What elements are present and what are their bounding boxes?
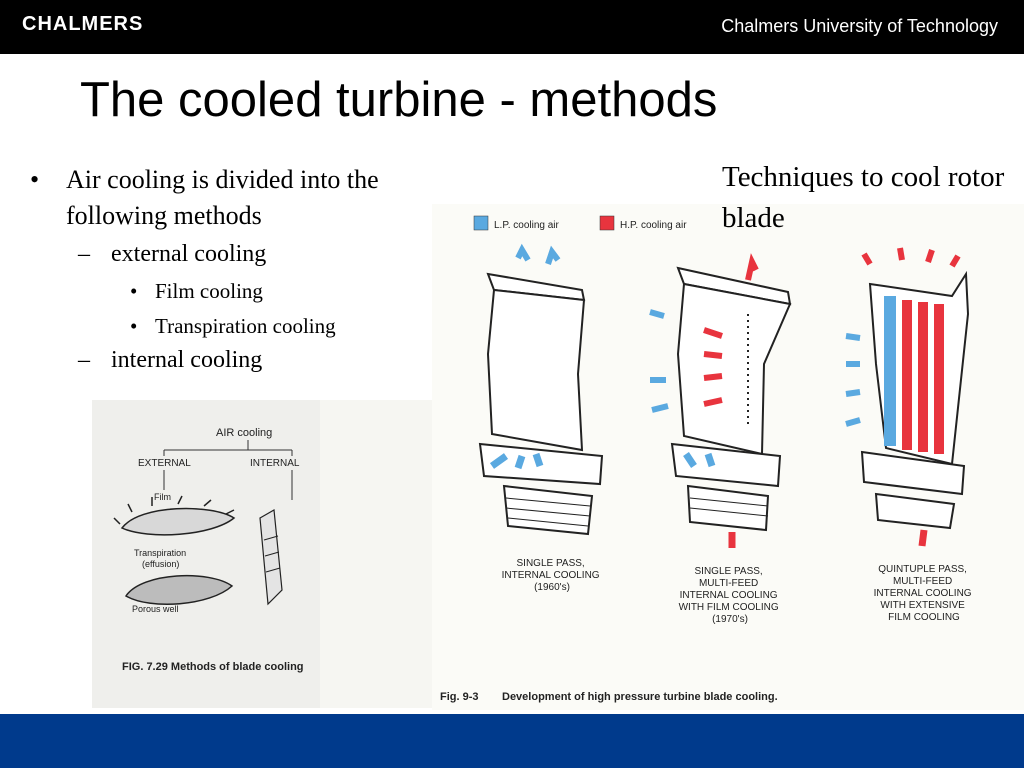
lp-legend-swatch xyxy=(473,215,489,231)
chalmers-logo: CHALMERS xyxy=(22,13,144,35)
bullet-text: Transpiration cooling xyxy=(155,314,336,338)
hp-passage xyxy=(934,304,944,454)
blade-root-shape xyxy=(874,492,956,530)
bullet-mark: • xyxy=(30,165,40,194)
footer-bar xyxy=(0,714,1024,768)
hp-tip-arrow-icon xyxy=(745,253,759,281)
blade-quintuple-pass xyxy=(845,247,970,547)
blade-root-shape xyxy=(502,484,594,536)
scan-background xyxy=(320,400,432,708)
lp-passage xyxy=(884,296,896,446)
blade-single-pass xyxy=(478,243,604,536)
blade-cooling-methods-figure: AIR cooling EXTERNAL INTERNAL Film Trans… xyxy=(92,400,432,708)
hp-film-arrows-icon xyxy=(703,327,723,407)
blade-root-shape xyxy=(686,484,770,532)
porous-airfoil-icon xyxy=(124,574,234,605)
bullet-external-cooling: – external cooling xyxy=(30,238,450,270)
lp-film-arrows-icon xyxy=(649,309,669,413)
blade1-caption: SINGLE PASS, INTERNAL COOLING (1960's) xyxy=(502,558,603,593)
hp-legend-swatch xyxy=(599,215,615,231)
dash-mark: – xyxy=(78,241,90,267)
hp-legend-label: H.P. cooling air xyxy=(620,220,687,231)
blade-multi-feed-film xyxy=(649,253,792,548)
rotor-blade-caption: Techniques to cool rotor blade xyxy=(722,161,1005,234)
hp-passage xyxy=(902,300,912,450)
figure-right-caption: Development of high pressure turbine bla… xyxy=(502,691,778,703)
transpiration-label: Transpiration xyxy=(134,548,186,558)
internal-label: INTERNAL xyxy=(250,458,300,469)
film-arrows-icon xyxy=(113,495,235,525)
bullet-film-cooling: • Film cooling xyxy=(30,277,450,305)
blade2-caption: SINGLE PASS, MULTI-FEED INTERNAL COOLING… xyxy=(679,566,782,625)
bullet-mark: • xyxy=(130,314,138,338)
bullet-list: • Air cooling is divided into the follow… xyxy=(30,162,450,376)
bullet-text: internal cooling xyxy=(111,347,263,373)
blade-root-fir-tree xyxy=(505,497,591,527)
blade-airfoil-shape xyxy=(676,282,792,456)
header-bar: CHALMERS Chalmers University of Technolo… xyxy=(0,0,1024,54)
air-cooling-label: AIR cooling xyxy=(216,427,272,439)
external-label: EXTERNAL xyxy=(138,458,191,469)
lp-legend-label: L.P. cooling air xyxy=(494,220,560,231)
lp-inlet-arrows-icon xyxy=(683,452,716,468)
porous-label: Porous well xyxy=(132,604,179,614)
bullet-transpiration-cooling: • Transpiration cooling xyxy=(30,312,450,340)
blade-airfoil-shape xyxy=(486,288,586,452)
internal-blade-icon xyxy=(259,509,283,606)
bullet-text: Air cooling is divided into the followin… xyxy=(66,165,379,230)
internal-passage-icon xyxy=(263,535,281,573)
film-airfoil-icon xyxy=(120,507,236,536)
bullet-air-cooling: • Air cooling is divided into the follow… xyxy=(30,162,450,234)
university-name: Chalmers University of Technology xyxy=(721,16,998,36)
hp-passage xyxy=(918,302,928,452)
lp-inlet-arrows-icon xyxy=(489,452,544,470)
bullet-mark: • xyxy=(130,279,138,303)
hp-inlet-arrow-icon xyxy=(918,529,928,547)
methods-diagram: AIR cooling EXTERNAL INTERNAL Film Trans… xyxy=(113,400,432,708)
lp-exit-arrows-icon xyxy=(515,243,561,265)
dash-mark: – xyxy=(78,347,90,373)
blade3-caption: QUINTUPLE PASS, MULTI-FEED INTERNAL COOL… xyxy=(874,564,975,623)
blade-platform-shape xyxy=(670,442,782,488)
film-label: Film xyxy=(154,492,171,502)
effusion-label: (effusion) xyxy=(142,559,179,569)
lp-film-arrows-icon xyxy=(845,333,861,427)
bullet-internal-cooling: – internal cooling xyxy=(30,344,450,376)
bullet-text: Film cooling xyxy=(155,279,263,303)
figure-number: Fig. 9-3 xyxy=(440,691,479,703)
blade-root-fir-tree xyxy=(689,497,769,517)
slide-title: The cooled turbine - methods xyxy=(80,73,718,127)
development-diagram: L.P. cooling air H.P. cooling air SINGLE… xyxy=(440,215,975,703)
blade-platform-shape xyxy=(860,450,966,496)
blade-cooling-development-figure: L.P. cooling air H.P. cooling air SINGLE… xyxy=(432,204,1024,710)
hp-tip-arrows-icon xyxy=(861,247,961,268)
bullet-text: external cooling xyxy=(111,241,267,267)
figure-left-caption: FIG. 7.29 Methods of blade cooling xyxy=(122,661,304,673)
